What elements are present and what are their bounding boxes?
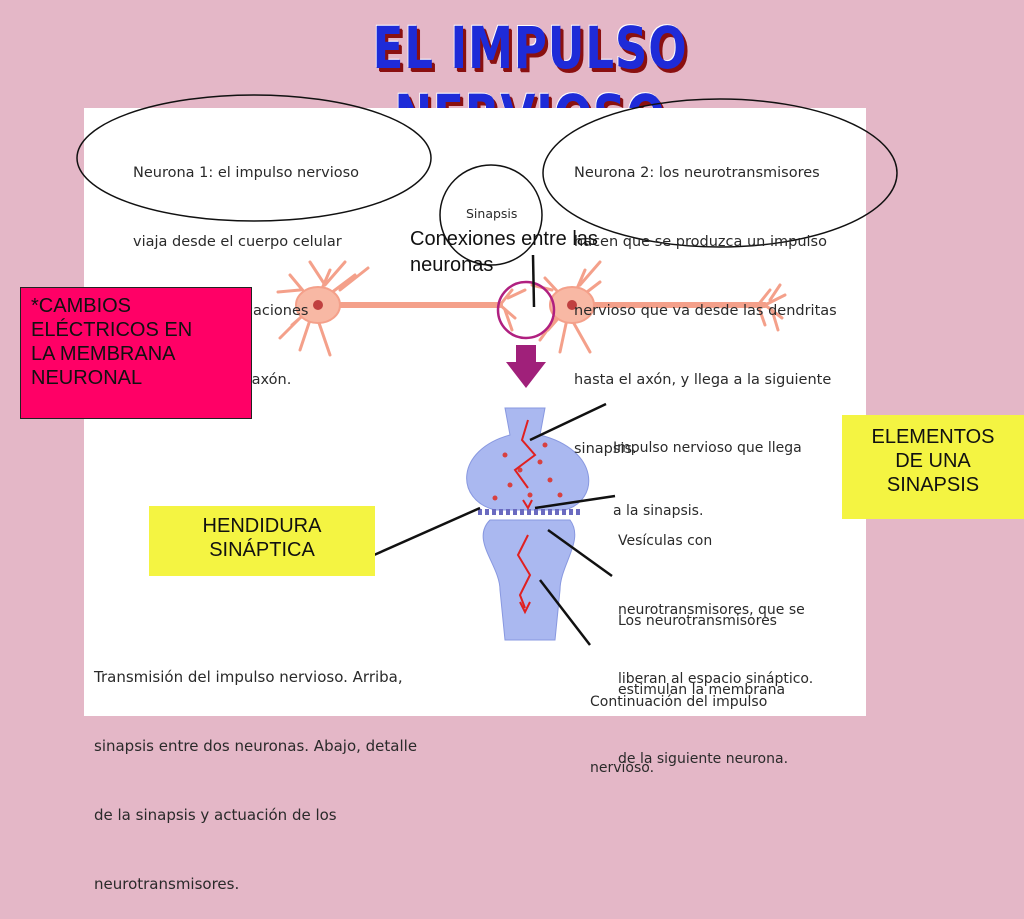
callout-lines — [373, 254, 616, 646]
callout-neurotransmisores: Los neurotransmisores estimulan la membr… — [618, 564, 788, 794]
callout-line: Continuación del impulso — [590, 694, 768, 710]
neurona-2-line: hasta el axón, y llega a la siguiente — [574, 372, 832, 388]
neurona-2-line: nervioso que va desde las dendritas — [574, 303, 837, 319]
caption-line: Transmisión del impulso nervioso. Arriba… — [94, 668, 403, 686]
synapse-detail — [466, 407, 590, 641]
callout-vesiculas: Vesículas con neurotransmisores, que se … — [618, 484, 813, 714]
figure-caption: Transmisión del impulso nervioso. Arriba… — [94, 620, 417, 919]
neurona-2-line: Neurona 2: los neurotransmisores — [574, 165, 820, 181]
sinapsis-label: Sinapsis — [466, 206, 518, 221]
cambios-electricos-box: *CAMBIOS ELÉCTRICOS EN LA MEMBRANA NEURO… — [20, 287, 252, 419]
elementos-sinapsis-box: ELEMENTOS DE UNA SINAPSIS — [842, 415, 1024, 519]
callout-line: liberan al espacio sináptico. — [618, 671, 814, 687]
neurona-1-line: Neurona 1: el impulso nervioso — [133, 165, 360, 181]
caption-line: sinapsis entre dos neuronas. Abajo, deta… — [94, 737, 418, 755]
synapse-figure — [76, 94, 898, 646]
callout-line: Los neurotransmisores — [618, 613, 777, 629]
hendidura-line: HENDIDURA — [202, 515, 322, 537]
callout-line: a la sinapsis. — [613, 503, 704, 519]
annotation-ovals — [76, 94, 898, 266]
callout-line: de la siguiente neurona. — [618, 751, 789, 767]
neurona-1-line: viaja desde el cuerpo celular — [133, 234, 342, 250]
hendidura-sinaptica-box: HENDIDURA SINÁPTICA — [149, 506, 375, 576]
hendidura-line: SINÁPTICA — [209, 539, 315, 561]
caption-line: neurotransmisores. — [94, 875, 240, 893]
callout-line: neurotransmisores, que se — [618, 602, 805, 618]
callout-line: estimulan la membrana — [618, 682, 786, 698]
elementos-line: ELEMENTOS — [871, 426, 995, 448]
callout-line: nervioso. — [590, 760, 655, 776]
elementos-line: SINAPSIS — [886, 474, 980, 496]
callout-continuacion: Continuación del impulso nervioso. — [590, 647, 767, 801]
cambios-line: *CAMBIOS — [31, 295, 132, 317]
callout-line: Impulso nervioso que llega — [613, 440, 802, 456]
conexiones-label: Conexiones entre las neuronas — [410, 226, 598, 278]
neurona-2-line: sinapsis. — [574, 441, 637, 457]
cambios-line: NEURONAL — [31, 367, 143, 389]
callout-impulso: Impulso nervioso que llega a la sinapsis… — [613, 396, 802, 543]
caption-line: de la sinapsis y actuación de los — [94, 806, 337, 824]
neurona-2-text: Neurona 2: los neurotransmisores hacen q… — [574, 116, 837, 484]
synapse-highlight-circle — [496, 280, 556, 340]
callout-line: Vesículas con — [618, 533, 713, 549]
elementos-line: DE UNA — [895, 450, 971, 472]
cambios-line: ELÉCTRICOS EN — [31, 319, 193, 341]
neurona-2-line: hacen que se produzca un impulso — [574, 234, 827, 250]
conexiones-line: neuronas — [410, 254, 494, 276]
cambios-line: LA MEMBRANA — [31, 343, 176, 365]
conexiones-line: Conexiones entre las — [410, 228, 598, 250]
down-arrow-icon — [506, 345, 546, 388]
